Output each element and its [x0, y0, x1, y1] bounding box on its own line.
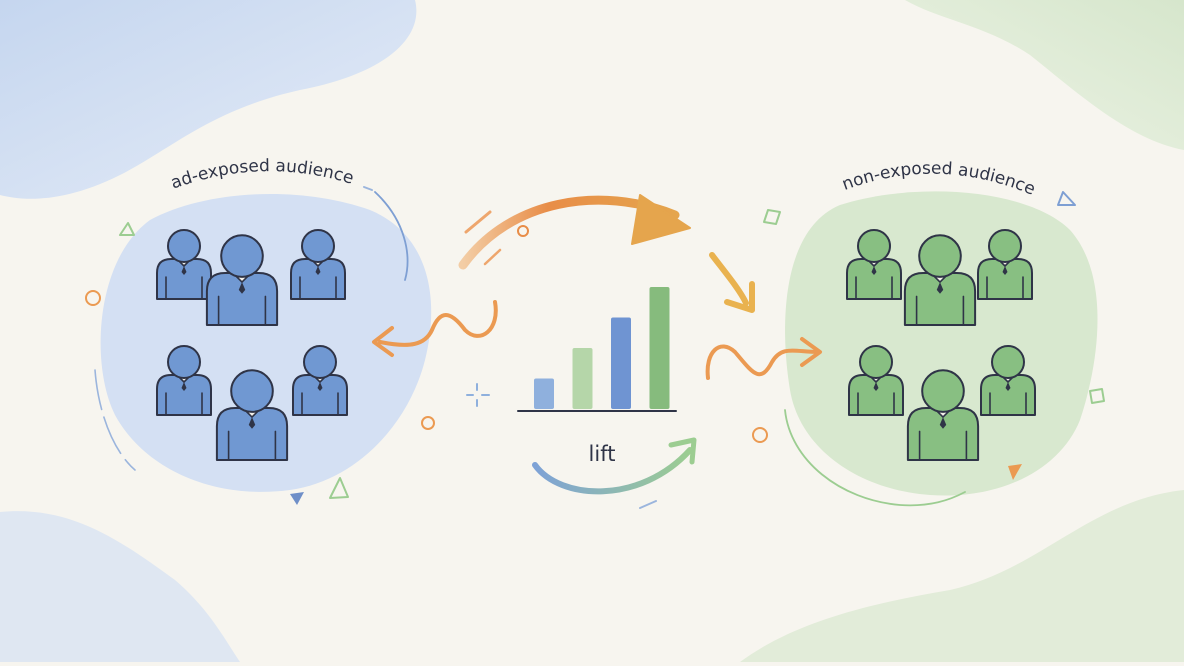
decorations: [85, 186, 1105, 505]
squiggle-arrow-right: [705, 337, 822, 380]
person-icon: [290, 229, 346, 300]
person-icon: [906, 369, 980, 461]
chart-bar: [572, 348, 593, 409]
arrowhead-icon: [631, 194, 691, 245]
background-blob-bottom-left: [0, 511, 240, 662]
chart-bar: [649, 287, 670, 409]
person-icon: [977, 229, 1033, 300]
person-icon: [848, 345, 904, 416]
exposed-audience-label: ad-exposed audience: [168, 156, 356, 193]
chart-bar: [534, 378, 554, 409]
down-arrow: [709, 252, 755, 313]
exposed-outline-stroke: [374, 191, 409, 281]
exposed-outline-stroke-left: [94, 369, 136, 471]
person-icon: [215, 369, 289, 461]
non-exposed-people-group: [846, 229, 1036, 461]
person-icon: [846, 229, 902, 300]
background-blob-top-left: [0, 0, 417, 199]
lower-curved-arrow: [532, 437, 697, 509]
lift-bar-chart: [517, 287, 677, 412]
squiggle-arrow-left: [372, 300, 498, 357]
person-icon: [903, 234, 977, 326]
chart-bar: [611, 317, 631, 409]
top-curved-arrow: [458, 194, 691, 270]
non-exposed-outline-stroke: [784, 409, 966, 507]
exposed-people-group: [156, 229, 348, 461]
background-blob-top-right: [905, 0, 1184, 150]
person-icon: [292, 345, 348, 416]
person-icon: [205, 234, 279, 326]
background-blob-bottom-right: [740, 490, 1184, 662]
person-icon: [980, 345, 1036, 416]
person-icon: [156, 229, 212, 300]
lift-label: lift: [589, 442, 616, 466]
person-icon: [156, 345, 212, 416]
